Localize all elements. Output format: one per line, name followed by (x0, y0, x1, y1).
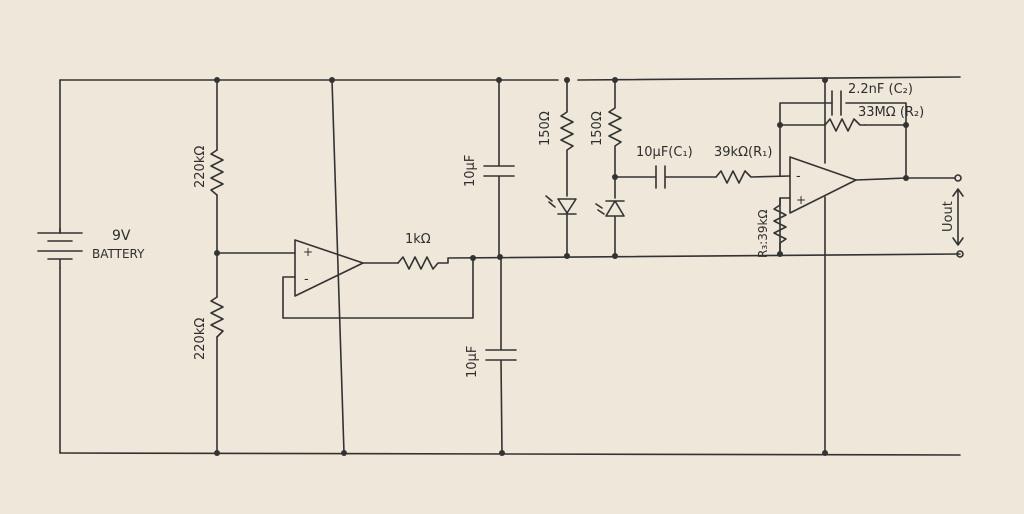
resistor-r1-label: 39kΩ(R₁) (714, 145, 772, 160)
led-left (545, 195, 577, 256)
resistor-1k-label: 1kΩ (405, 232, 431, 247)
buffer-opamp (216, 239, 474, 319)
resistor-r3 (773, 197, 787, 255)
resistor-220k-top-label: 220kΩ (193, 146, 208, 188)
resistor-r2 (824, 118, 866, 132)
bottom-rail (59, 452, 961, 456)
capacitor-top (483, 79, 515, 257)
output-voltage-label: Uout (941, 201, 956, 232)
resistor-150-left (560, 79, 574, 197)
resistor-220k-top (210, 149, 224, 196)
top-rail (59, 76, 961, 81)
battery-voltage-label: 9V (112, 228, 131, 244)
main-opamp-minus-label: - (796, 169, 801, 184)
resistor-r3-label: R₃:39kΩ (756, 209, 770, 258)
resistor-220k-bottom (210, 296, 224, 338)
output-terminal-top (954, 174, 962, 182)
output-terminal-bottom (956, 250, 964, 258)
capacitor-top-label: 10µF (463, 155, 478, 187)
battery-name-label: BATTERY (92, 247, 145, 261)
resistor-150-right (608, 79, 622, 199)
capacitor-c2-label: 2.2nF (C₂) (848, 82, 913, 97)
buffer-opamp-plus-label: + (303, 245, 313, 259)
main-opamp-plus-label: + (796, 193, 806, 207)
capacitor-bottom-label: 10µF (465, 346, 480, 378)
capacitor-bottom (485, 255, 517, 454)
center-wire (331, 79, 345, 454)
resistor-220k-bottom-label: 220kΩ (193, 318, 208, 360)
resistor-1k (397, 253, 961, 270)
resistor-150-left-label: 150Ω (538, 111, 553, 146)
feedback-wires (779, 102, 907, 179)
buffer-opamp-minus-label: - (304, 272, 309, 287)
output-voltage-arrow (952, 188, 964, 246)
photodiode-right (595, 200, 625, 256)
main-opamp (779, 79, 857, 454)
resistor-r1 (715, 170, 791, 184)
capacitor-c1 (614, 165, 717, 189)
resistor-r2-label: 33MΩ (R₂) (858, 105, 924, 120)
capacitor-c1-label: 10µF(C₁) (636, 145, 693, 160)
capacitor-c2 (831, 90, 842, 116)
junction-dots (214, 77, 909, 456)
resistor-150-right-label: 150Ω (590, 111, 605, 146)
battery-symbol (37, 227, 83, 269)
